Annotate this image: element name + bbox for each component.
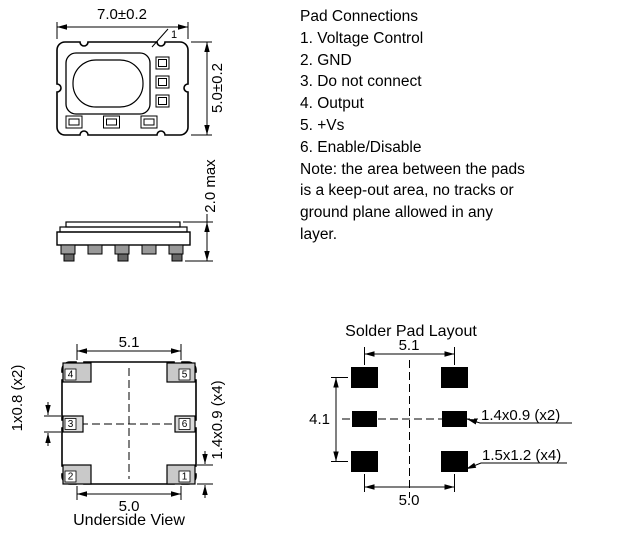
side-view: 2.0 max — [56, 159, 219, 262]
pad-connections-title: Pad Connections — [300, 8, 419, 25]
pad-number-2: 2 — [68, 472, 74, 483]
underside-bottom-dimension: 5.0 — [76, 486, 182, 515]
solder-left-dim-label: 4.1 — [309, 411, 330, 428]
top-view-lid-seam — [65, 52, 151, 115]
solder-corner-pad-size-label: 1.5x1.2 (x4) — [482, 447, 561, 464]
pad-number-5: 5 — [182, 370, 188, 381]
pad-connection-item-3: 3. Do not connect — [300, 73, 422, 91]
underside-mid-pad-dimension: 1x0.8 (x2) — [9, 365, 61, 446]
solder-pad-bottom-left — [351, 451, 378, 472]
solder-pad-top-right — [441, 367, 468, 388]
pad-connection-item-2: 2. GND — [300, 51, 352, 69]
top-view-crystal-blank — [72, 59, 144, 108]
top-view-height-dimension: 5.0±0.2 — [191, 41, 226, 136]
top-view-height-dim-label: 5.0±0.2 — [209, 63, 226, 113]
solder-pads — [351, 367, 468, 472]
underside-corner-pad-size-label: 1.4x0.9 (x4) — [209, 380, 226, 459]
solder-top-dim-label: 5.1 — [399, 337, 420, 354]
side-view-lid — [65, 221, 181, 228]
pad-connections-note: Note: the area between the pads is a kee… — [300, 160, 525, 243]
side-view-flange — [59, 226, 188, 233]
solder-bottom-dim-label: 5.0 — [399, 492, 420, 509]
pad-number-6: 6 — [182, 419, 188, 430]
side-view-pads — [60, 244, 184, 255]
solder-mid-pad-size-label: 1.4x0.9 (x2) — [481, 407, 560, 424]
solder-pad-layout-title: Solder Pad Layout — [345, 323, 477, 340]
pin1-label: 1 — [171, 29, 177, 41]
top-view-width-dimension: 7.0±0.2 — [56, 6, 189, 39]
solder-pad-layout: Solder Pad Layout 5.1 4.1 5.0 — [309, 323, 572, 509]
side-view-height-dimension: 2.0 max — [183, 159, 219, 262]
underside-mid-pad-size-label: 1x0.8 (x2) — [9, 365, 26, 432]
solder-pad-mid-right — [442, 411, 467, 427]
pad-connection-item-1: 1. Voltage Control — [300, 29, 424, 47]
solder-left-dimension: 4.1 — [309, 377, 348, 462]
solder-pad-mid-left — [352, 411, 377, 427]
underside-pad-numbers: 4 5 3 6 2 1 — [64, 368, 191, 483]
solder-pad-bottom-right — [441, 451, 468, 472]
solder-mid-pad-callout: 1.4x0.9 (x2) — [466, 407, 572, 425]
pad-connection-item-6: 6. Enable/Disable — [300, 138, 422, 156]
side-view-body — [56, 231, 191, 246]
pad-number-4: 4 — [68, 370, 74, 381]
top-view-right-pads — [155, 56, 170, 108]
solder-top-dimension: 5.1 — [364, 337, 455, 365]
pad-number-1: 1 — [182, 472, 188, 483]
underside-top-dim-label: 5.1 — [119, 334, 140, 351]
pad-connection-item-4: 4. Output — [300, 95, 364, 113]
pin1-marker: 1 — [151, 28, 177, 48]
pad-number-3: 3 — [68, 419, 74, 430]
top-view-width-dim-label: 7.0±0.2 — [97, 6, 147, 23]
underside-top-dimension: 5.1 — [76, 334, 182, 360]
underside-corner-pad-dimension: 1.4x0.9 (x4) — [197, 380, 226, 498]
underside-bottom-dim-label: 5.0 — [119, 498, 140, 515]
solder-corner-pad-callout: 1.5x1.2 (x4) — [465, 447, 567, 470]
top-view-bottom-pads — [65, 115, 158, 129]
underside-view: 4 5 3 6 2 1 5.1 5.0 — [9, 334, 226, 529]
solder-bottom-dimension: 5.0 — [364, 474, 455, 509]
side-view-feet — [63, 253, 183, 262]
side-view-height-dim-label: 2.0 max — [202, 159, 219, 213]
top-view: 7.0±0.2 5.0±0.2 1 — [56, 6, 226, 136]
pad-connection-item-5: 5. +Vs — [300, 116, 345, 134]
solder-pad-top-left — [351, 367, 378, 388]
underside-view-caption: Underside View — [73, 512, 185, 529]
pad-connections-panel: Pad Connections 1. Voltage Control 2. GN… — [300, 6, 532, 246]
top-view-package-outline — [56, 41, 189, 136]
